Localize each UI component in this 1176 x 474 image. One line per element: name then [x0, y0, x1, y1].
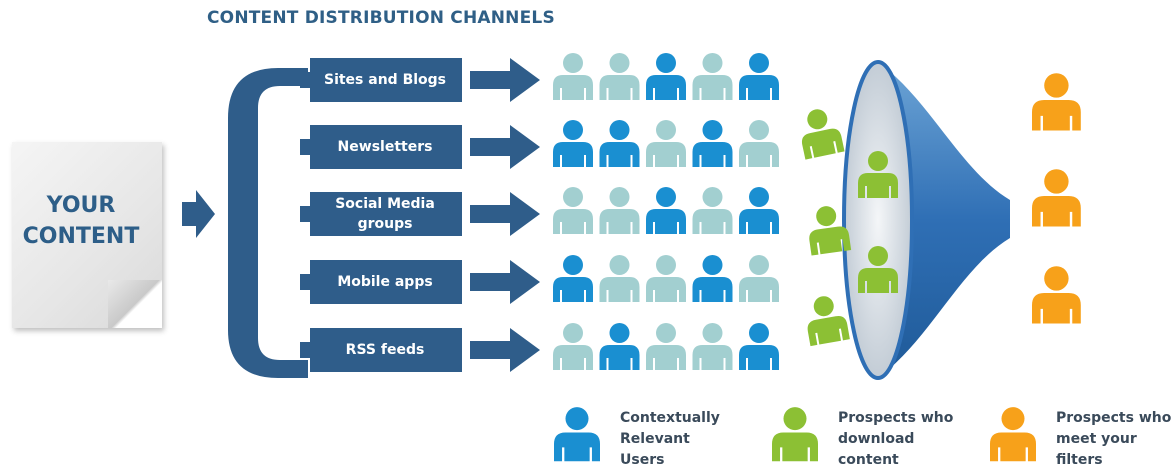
prospect-filtered-icon	[1032, 169, 1081, 227]
prospect-filtered-icon	[1032, 266, 1081, 324]
crowd-person-icon	[599, 323, 640, 370]
legend-label: Contextually Relevant Users	[620, 410, 720, 468]
page-curl	[108, 280, 162, 328]
crowd-person-icon	[599, 187, 640, 234]
channel-box	[310, 260, 462, 304]
crowd-person-icon	[599, 255, 640, 302]
channel-box	[310, 58, 462, 102]
channel-label: Sites and Blogs	[323, 72, 447, 88]
channel-arrow	[470, 260, 540, 304]
legend-green-person-icon	[772, 407, 818, 462]
crowd-person-icon	[739, 53, 779, 100]
crowd-person-icon	[553, 255, 593, 302]
channel-arrow	[470, 125, 540, 169]
prospect-download-icon	[801, 109, 845, 160]
crowd-person-icon	[599, 53, 640, 100]
prospect-download-icon	[858, 151, 898, 198]
prospect-download-icon	[809, 206, 852, 256]
channel-arrow	[470, 192, 540, 236]
diagram-title: CONTENT DISTRIBUTION CHANNELS	[207, 8, 555, 28]
crowd-person-icon	[692, 187, 733, 234]
crowd-person-icon	[739, 323, 779, 370]
channel-label: RSS feeds	[345, 342, 425, 358]
prospect-download-icon	[858, 246, 898, 293]
channel-box	[310, 328, 462, 372]
crowd-person-icon	[553, 323, 593, 370]
content-arrow	[182, 190, 215, 238]
crowd-person-icon	[646, 323, 686, 370]
crowd-person-icon	[739, 120, 779, 167]
channel-label: Newsletters	[337, 139, 433, 155]
crowd-person-icon	[739, 255, 779, 302]
crowd-person-icon	[553, 53, 593, 100]
your-content-page: YOUR CONTENT	[12, 142, 162, 328]
crowd-person-icon	[692, 53, 733, 100]
channel-label: Mobile apps	[337, 274, 433, 290]
crowd-person-icon	[692, 120, 733, 167]
crowd-person-icon	[692, 255, 733, 302]
crowd-person-icon	[646, 187, 686, 234]
crowd-person-icon	[646, 255, 686, 302]
crowd-person-icon	[692, 323, 733, 370]
your-content-label: YOUR CONTENT	[22, 193, 140, 249]
legend-label: Prospects who download content	[838, 410, 954, 468]
channel-box	[310, 125, 462, 169]
prospect-filtered-icon	[1032, 73, 1081, 131]
conversion-funnel	[842, 60, 1010, 380]
crowd-person-icon	[553, 187, 593, 234]
legend-orange-person-icon	[990, 407, 1036, 462]
crowd-person-icon	[646, 53, 686, 100]
channel-arrow	[470, 328, 540, 372]
channel-label: Social Media groups	[335, 196, 435, 232]
crowd-person-icon	[553, 120, 593, 167]
channel-arrow	[470, 58, 540, 102]
channel-box	[310, 192, 462, 236]
prospect-download-icon	[807, 296, 850, 347]
crowd-person-icon	[739, 187, 779, 234]
channel-bracket	[228, 68, 308, 378]
crowd-person-icon	[646, 120, 686, 167]
crowd-person-icon	[599, 120, 640, 167]
legend-label: Prospects who meet your filters	[1056, 410, 1172, 468]
legend-blue-person-icon	[554, 407, 600, 462]
